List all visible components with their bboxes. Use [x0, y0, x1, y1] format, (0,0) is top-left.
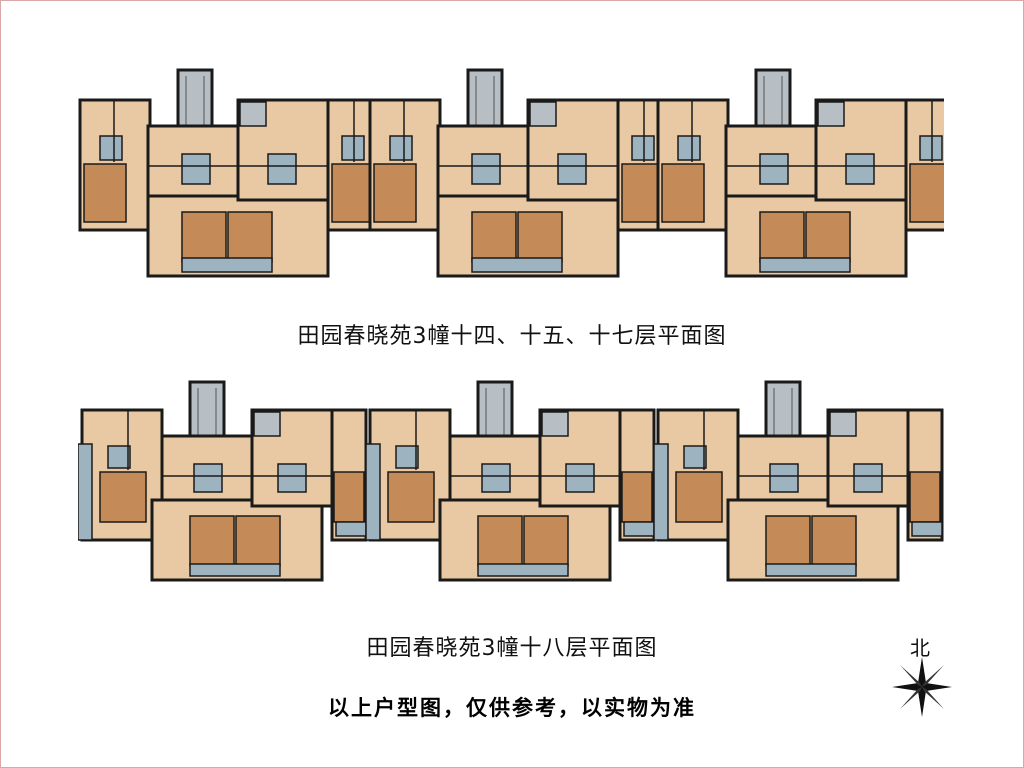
north-arrow-icon — [892, 657, 952, 717]
plan-caption-lower: 田园春晓苑3幢十八层平面图 — [366, 636, 658, 661]
plan-caption-upper: 田园春晓苑3幢十四、十五、十七层平面图 — [297, 324, 727, 349]
floor-plan-upper — [78, 66, 944, 302]
floor-plan-drawing-upper — [78, 68, 944, 278]
disclaimer-note: 以上户型图，仅供参考，以实物为准 — [328, 696, 696, 720]
floor-plan-lower — [78, 380, 944, 598]
floor-plan-drawing-lower — [78, 380, 944, 582]
north-label: 北 — [910, 636, 930, 660]
